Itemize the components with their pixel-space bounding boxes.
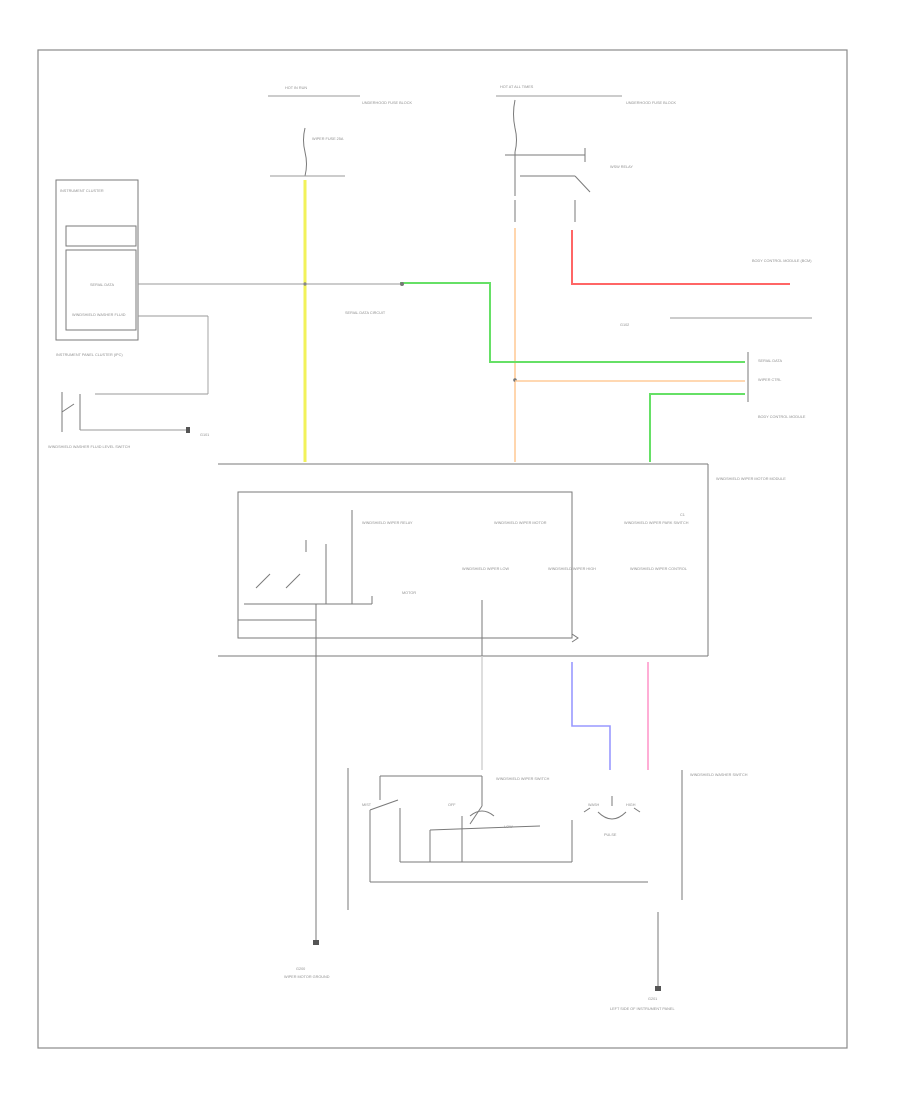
right-connector-bcm: SERIAL DATA WIPER CTRL BODY CONTROL MODU… (747, 352, 806, 419)
fuse-left-desc: UNDERHOOD FUSE BLOCK (362, 101, 412, 105)
bottom-switch-right-label: WINDSHIELD WASHER SWITCH (690, 773, 748, 777)
module-inner-label: MOTOR (402, 591, 416, 595)
relay-desc: WSW RELAY (610, 165, 633, 169)
module-sub6: WINDSHIELD WIPER CONTROL (630, 567, 687, 571)
ground-left-label: G200 (296, 967, 305, 971)
module-sub2: WINDSHIELD WIPER MOTOR (494, 521, 547, 525)
fuse-left-label: HOT IN RUN (285, 86, 307, 90)
right-mid-note3: BODY CONTROL MODULE (758, 415, 806, 419)
ground-left-desc: WIPER MOTOR GROUND (284, 975, 330, 979)
left-module-sub2: WINDSHIELD WASHER FLUID (72, 313, 126, 317)
fuse-right-label: HOT AT ALL TIMES (500, 85, 534, 89)
bottom-high-label: HIGH (626, 803, 636, 807)
left-module-label: INSTRUMENT CLUSTER (60, 189, 104, 193)
bottom-switch-label: WINDSHIELD WIPER SWITCH (496, 777, 550, 781)
left-module-sub: SERIAL DATA (90, 283, 114, 287)
fuse-block-hot-in-run: HOT IN RUN UNDERHOOD FUSE BLOCK WIPER FU… (268, 86, 412, 177)
module-sub3: WINDSHIELD WIPER PARK SWITCH (624, 521, 689, 525)
washer-fluid-level-switch: WINDSHIELD WASHER FLUID LEVEL SWITCH G10… (48, 392, 209, 449)
left-ground-label: G101 (200, 433, 209, 437)
diagram-frame (37, 49, 848, 1049)
wiper-motor-module: WINDSHIELD WIPER MOTOR MODULE C1 WINDSHI… (218, 463, 786, 657)
ground-right-label: G201 (648, 997, 657, 1001)
right-top-conn-label: BODY CONTROL MODULE (BCM) (752, 259, 812, 263)
fuse-right-desc: UNDERHOOD FUSE BLOCK (626, 101, 676, 105)
module-sub5: WINDSHIELD WIPER HIGH (548, 567, 596, 571)
right-g-label: G102 (620, 323, 629, 327)
module-name-label: WINDSHIELD WIPER MOTOR MODULE (716, 477, 786, 481)
module-sub4: WINDSHIELD WIPER LOW (462, 567, 509, 571)
wiper-washer-switch: WINDSHIELD WIPER SWITCH WINDSHIELD WASHE… (347, 768, 748, 910)
wire-green-serial (400, 282, 745, 363)
wire-green-control (649, 393, 745, 462)
left-switch-label: WINDSHIELD WASHER FLUID LEVEL SWITCH (48, 445, 130, 449)
module-conn-label: C1 (680, 513, 685, 517)
ground-right-desc: LEFT SIDE OF INSTRUMENT PANEL (610, 1007, 675, 1011)
bottom-off-label: OFF (448, 803, 456, 807)
right-mid-note: SERIAL DATA (758, 359, 782, 363)
fuse-left-fuse: WIPER FUSE 25A (312, 137, 344, 141)
ground-right-icon (655, 986, 661, 991)
wire-blue (571, 662, 611, 770)
left-module-note: INSTRUMENT PANEL CLUSTER (IPC) (56, 353, 123, 357)
right-mid-note2: WIPER CTRL (758, 378, 781, 382)
fuse-block-hot-at-all-times: HOT AT ALL TIMES UNDERHOOD FUSE BLOCK WS… (496, 85, 676, 222)
module-sub1: WINDSHIELD WIPER RELAY (362, 521, 413, 525)
bottom-low-label: LOW (504, 825, 513, 829)
bottom-mist-label: MIST (362, 803, 372, 807)
ground-left-icon (313, 940, 319, 945)
fuse-left-symbol (303, 127, 307, 177)
left-ground-icon (186, 427, 190, 433)
instrument-cluster: INSTRUMENT CLUSTER SERIAL DATA WINDSHIEL… (55, 179, 404, 395)
fuse-right-symbol (513, 99, 517, 153)
splice-mid-desc: SERIAL DATA CIRCUIT (345, 311, 386, 315)
wire-red (571, 230, 790, 285)
bottom-pulse-label: PULSE (604, 833, 617, 837)
bottom-wash-label: WASH (588, 803, 600, 807)
